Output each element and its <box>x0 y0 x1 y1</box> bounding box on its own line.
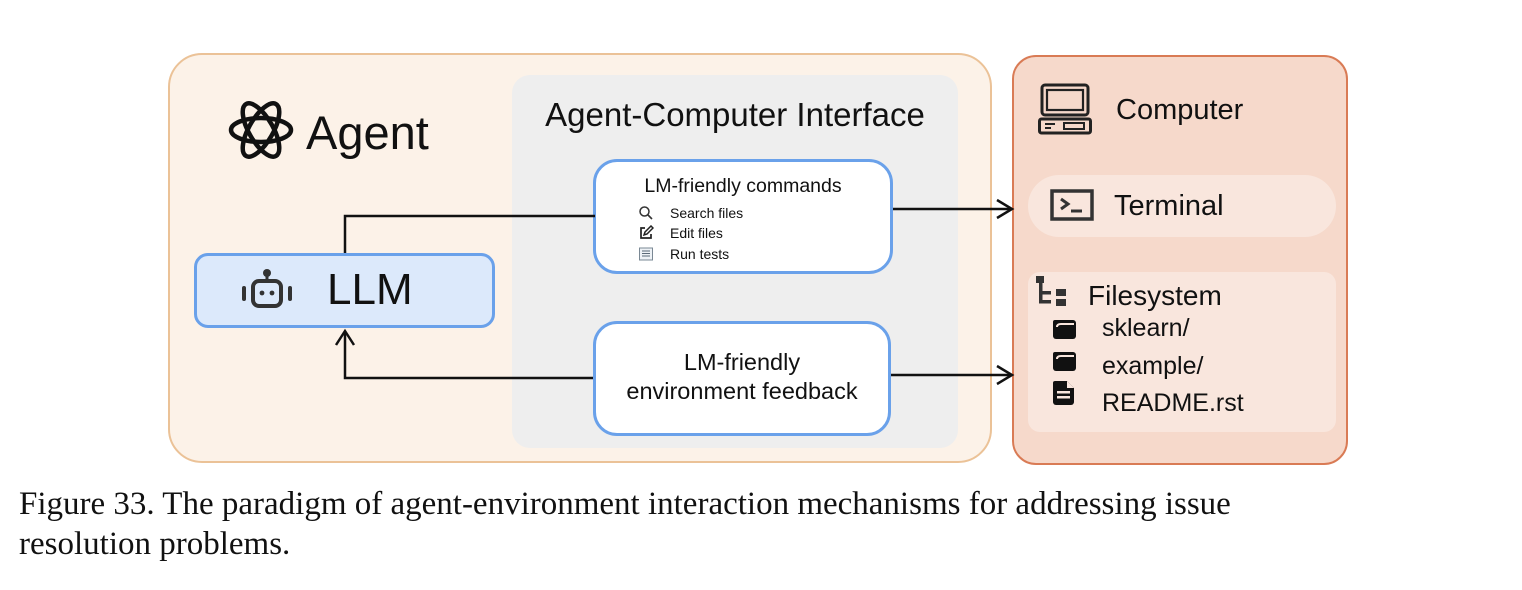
command-label: Run tests <box>670 246 730 262</box>
command-item: Search files <box>636 205 743 221</box>
edit-icon <box>636 225 656 241</box>
feedback-box <box>593 321 891 436</box>
command-item: Edit files <box>636 225 723 241</box>
llm-to-commands-line <box>343 214 595 253</box>
test-list-icon <box>636 246 656 262</box>
terminal-section <box>1028 175 1336 237</box>
arrowhead-commands <box>996 198 1015 220</box>
computer-title: Computer <box>1116 94 1244 126</box>
computer-icon <box>1038 82 1096 141</box>
command-label: Edit files <box>670 225 723 241</box>
agent-header: Agent <box>228 97 429 168</box>
caption-line-2: resolution problems. <box>19 526 291 562</box>
arrowhead-llm <box>334 328 356 346</box>
aci-title: Agent-Computer Interface <box>545 96 925 133</box>
feedback-to-llm-line <box>343 331 593 380</box>
command-item: Run tests <box>636 246 729 262</box>
filesystem-item: sklearn/ <box>1102 314 1190 342</box>
terminal-icon <box>1050 189 1094 226</box>
filesystem-item: README.rst <box>1102 389 1244 417</box>
terminal-label: Terminal <box>1114 190 1224 222</box>
filesystem-section <box>1028 272 1336 432</box>
tree-icon <box>1036 276 1072 313</box>
feedback-line-1: LM-friendly <box>683 349 801 375</box>
agent-title: Agent <box>306 106 429 159</box>
feedback-label: LM-friendly environment feedback <box>593 348 891 406</box>
commands-title: LM-friendly commands <box>644 175 842 197</box>
caption-line-1: Figure 33. The paradigm of agent-environ… <box>19 486 1231 522</box>
search-icon <box>636 205 656 221</box>
robot-icon <box>239 268 295 315</box>
folder-icon <box>1052 318 1078 345</box>
folder-icon <box>1052 350 1078 377</box>
llm-label: LLM <box>327 265 413 314</box>
atom-icon <box>228 97 294 168</box>
arrowhead-feedback <box>996 364 1015 386</box>
file-icon <box>1052 380 1076 411</box>
filesystem-item: example/ <box>1102 352 1204 380</box>
figure-caption: Figure 33. The paradigm of agent-environ… <box>19 484 1509 564</box>
command-label: Search files <box>670 205 744 221</box>
feedback-line-2: environment feedback <box>626 378 858 404</box>
filesystem-title: Filesystem <box>1088 280 1222 311</box>
